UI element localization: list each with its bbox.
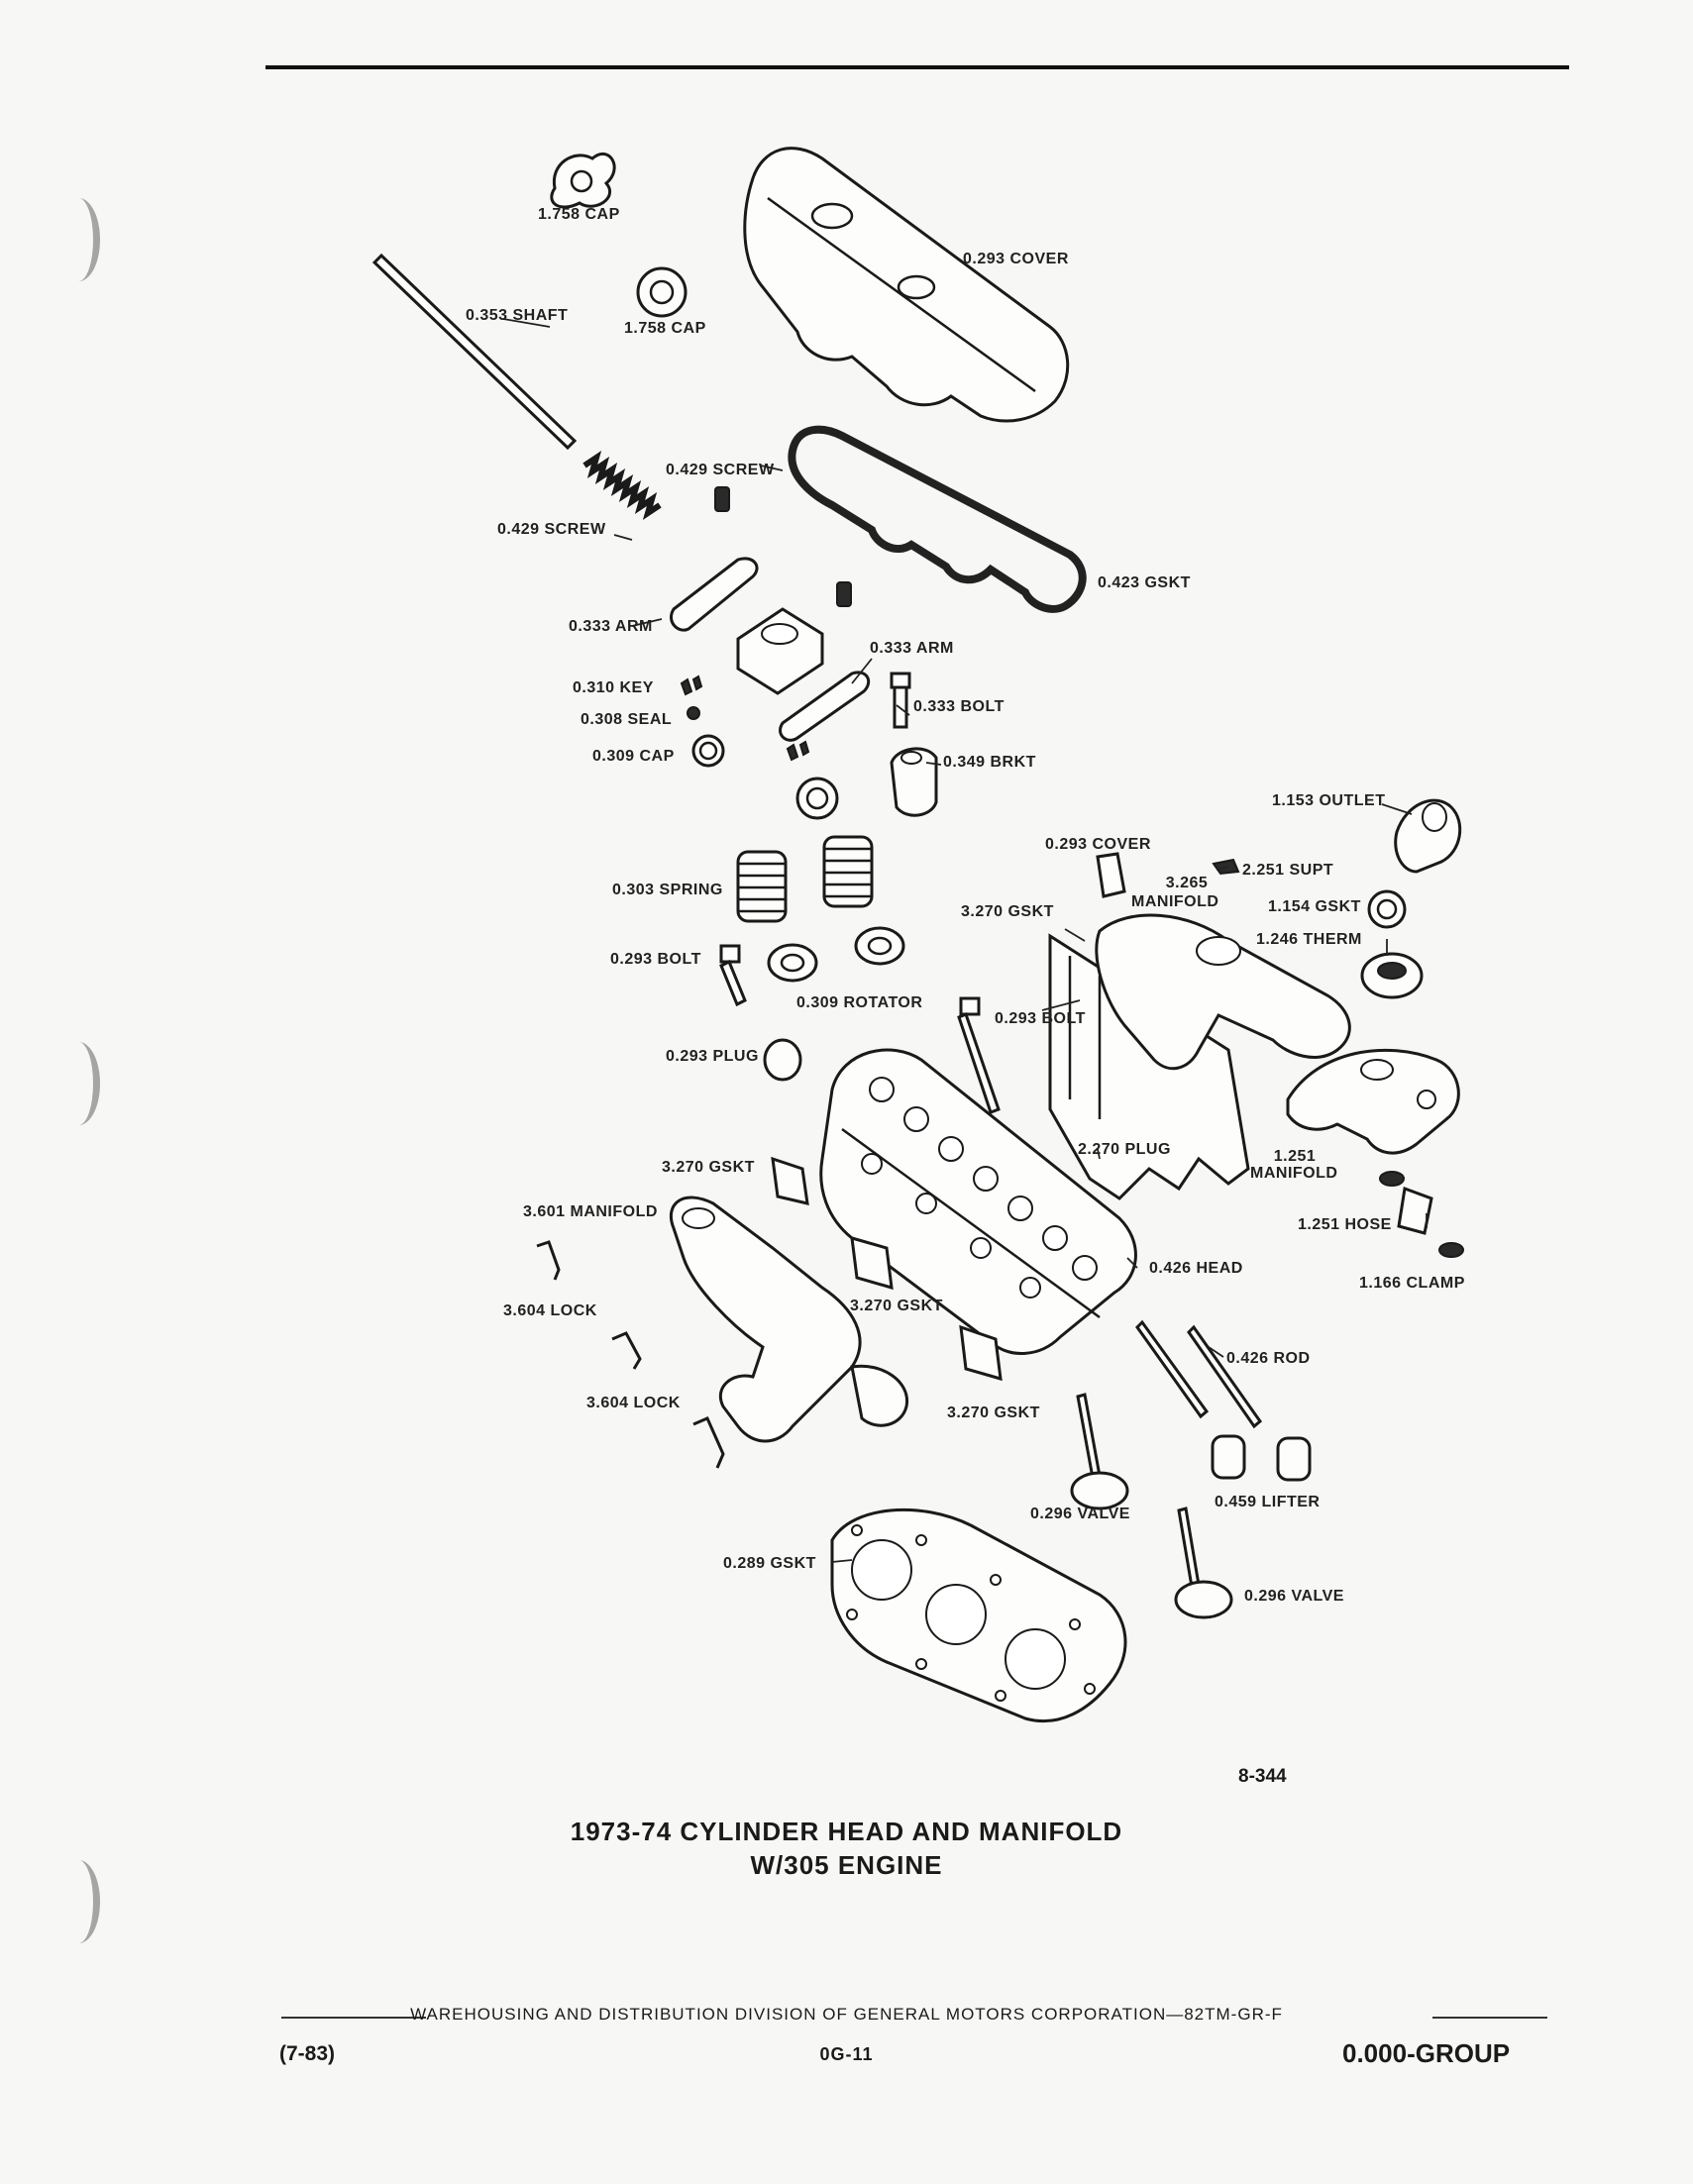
- label-bolt-long: 0.293 BOLT: [995, 1010, 1086, 1027]
- label-manifold-intake-num: 3.265: [1165, 875, 1209, 891]
- water-outlet-part: [1394, 798, 1462, 874]
- clamp-part: [1379, 1171, 1464, 1258]
- footer-group: 0.000-GROUP: [1342, 2038, 1511, 2068]
- label-seal: 0.308 SEAL: [581, 711, 673, 728]
- label-lock-1: 3.604 LOCK: [503, 1302, 597, 1319]
- label-manifold-water-word: MANIFOLD: [1250, 1165, 1338, 1182]
- thermostat-gasket-part: [1367, 889, 1407, 929]
- oil-filler-cap-part: [550, 152, 616, 209]
- label-rod: 0.426 ROD: [1226, 1350, 1311, 1367]
- label-cover-small: 0.293 COVER: [1045, 836, 1151, 853]
- label-plug-core: 0.293 PLUG: [666, 1048, 759, 1065]
- label-gskt-rocker: 0.423 GSKT: [1098, 574, 1191, 591]
- valve-cap-part: [691, 734, 839, 820]
- valve-seal-part: [687, 706, 700, 720]
- water-manifold-part: [1286, 1048, 1460, 1155]
- label-outlet: 1.153 OUTLET: [1272, 792, 1386, 809]
- intake-manifold-part: [1048, 933, 1250, 1200]
- label-gskt-therm: 1.154 GSKT: [1268, 898, 1361, 915]
- valve-cover-part: [743, 147, 1070, 423]
- figure-title-line-2: W/305 ENGINE: [750, 1850, 943, 1880]
- binder-hole: [57, 198, 100, 281]
- label-clamp: 1.166 CLAMP: [1359, 1275, 1465, 1292]
- footer-division: WAREHOUSING AND DISTRIBUTION DIVISION OF…: [410, 2005, 1283, 2024]
- long-head-bolt-part: [957, 996, 1001, 1114]
- intake-manifold-body-part: [1095, 913, 1351, 1071]
- binder-hole: [57, 1860, 100, 1943]
- label-gskt-exhaust-mid: 3.270 GSKT: [850, 1298, 943, 1314]
- label-head: 0.426 HEAD: [1149, 1260, 1243, 1277]
- label-cap-1: 1.758 CAP: [538, 206, 620, 223]
- top-rule: [265, 65, 1569, 69]
- footer-date-code: (7-83): [279, 2042, 336, 2065]
- exhaust-gasket-part: [771, 1156, 1003, 1382]
- rocker-shaft-part: [371, 253, 578, 451]
- label-lock-2: 3.604 LOCK: [586, 1395, 681, 1411]
- label-lifter: 0.459 LIFTER: [1215, 1494, 1321, 1510]
- leader-lines: [502, 318, 1428, 1563]
- label-bolt-left: 0.293 BOLT: [610, 951, 701, 968]
- rocker-bolt-part: [890, 672, 911, 729]
- screw-part: [714, 486, 852, 607]
- head-bolt-part: [719, 944, 747, 1007]
- pushrod-part: [1135, 1319, 1263, 1429]
- head-gasket-part: [830, 1508, 1127, 1723]
- small-cover-part: [1096, 852, 1126, 898]
- rotator-part: [767, 926, 905, 983]
- label-manifold-water-num: 1.251: [1273, 1148, 1317, 1165]
- binder-hole: [57, 1042, 100, 1125]
- exhaust-manifold-part: [669, 1196, 908, 1443]
- label-cap-2: 1.758 CAP: [624, 320, 706, 337]
- label-valve-2: 0.296 VALVE: [1244, 1588, 1344, 1605]
- label-manifold-exhaust: 3.601 MANIFOLD: [523, 1203, 658, 1220]
- label-brkt: 0.349 BRKT: [943, 754, 1036, 771]
- label-manifold-intake-word: MANIFOLD: [1131, 893, 1219, 910]
- rocker-cover-gasket-part: [788, 425, 1087, 613]
- label-screw-1: 0.429 SCREW: [666, 462, 775, 478]
- label-supt: 2.251 SUPT: [1242, 862, 1334, 879]
- label-key: 0.310 KEY: [573, 679, 654, 696]
- rocker-pedestal-part: [736, 607, 824, 695]
- label-gskt-intake: 3.270 GSKT: [961, 903, 1054, 920]
- figure-number: 8-344: [1238, 1766, 1287, 1787]
- footer-rule-right: [1432, 2017, 1547, 2019]
- label-arm-2: 0.333 ARM: [870, 640, 954, 657]
- footer-rule-left: [281, 2017, 426, 2019]
- lock-part: [536, 1240, 725, 1469]
- hose-part: [1397, 1186, 1433, 1235]
- label-therm: 1.246 THERM: [1256, 931, 1362, 948]
- thermostat-part: [1360, 952, 1424, 999]
- valve-spring-part: [736, 835, 874, 923]
- valve-part: [1070, 1393, 1233, 1619]
- label-cap-valve: 0.309 CAP: [592, 748, 675, 765]
- label-cover-top: 0.293 COVER: [963, 251, 1069, 267]
- bracket-part: [890, 747, 938, 817]
- figure-title-line-1: 1973-74 CYLINDER HEAD AND MANIFOLD: [570, 1817, 1123, 1846]
- shaft-spring-part: [582, 450, 662, 521]
- label-gskt-exhaust-low: 3.270 GSKT: [947, 1404, 1040, 1421]
- label-plug-spark: 2.270 PLUG: [1078, 1141, 1171, 1158]
- label-valve-1: 0.296 VALVE: [1030, 1506, 1130, 1522]
- oil-cap-part: [636, 266, 688, 318]
- label-arm-1: 0.333 ARM: [569, 618, 653, 635]
- cylinder-head-part: [819, 1048, 1137, 1355]
- valve-key-part: [680, 675, 810, 762]
- lifter-part: [1211, 1434, 1312, 1482]
- label-rotator: 0.309 ROTATOR: [796, 994, 923, 1011]
- label-bolt-rocker: 0.333 BOLT: [913, 698, 1005, 715]
- label-spring: 0.303 SPRING: [612, 882, 723, 898]
- footer-page-number: 0G-11: [819, 2044, 874, 2064]
- core-plug-part: [763, 1038, 802, 1082]
- label-shaft: 0.353 SHAFT: [466, 307, 569, 324]
- label-gskt-left: 3.270 GSKT: [662, 1159, 755, 1176]
- label-gskt-head: 0.289 GSKT: [723, 1555, 816, 1572]
- label-hose: 1.251 HOSE: [1298, 1216, 1392, 1233]
- label-screw-2: 0.429 SCREW: [497, 521, 606, 538]
